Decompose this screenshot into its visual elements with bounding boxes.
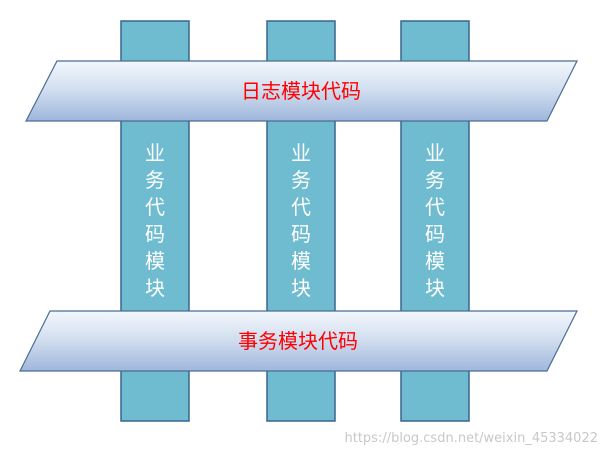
pillar-3-char: 模 [425,249,445,273]
pillar-3-char: 代 [425,195,445,219]
pillar-3-char: 业 [425,141,445,165]
bottom-band: 事务模块代码 [19,310,578,372]
bottom-band-shape [19,310,578,372]
top-band: 日志模块代码 [25,60,578,122]
pillar-3-char: 块 [425,276,445,300]
watermark: https://blog.csdn.net/weixin_45334022 [344,431,598,446]
pillar-2-char: 务 [291,168,311,192]
pillar-3-char: 务 [425,168,445,192]
pillar-2-char: 代 [291,195,311,219]
pillar-3-char: 码 [425,222,445,246]
bottom-band-label: 事务模块代码 [238,329,358,353]
pillar-2-char: 码 [291,222,311,246]
pillar-3-label: 业 务 代 码 模 块 [425,141,445,300]
pillar-1-char: 务 [145,168,165,192]
pillar-1-char: 块 [145,276,165,300]
top-band-shape [25,60,578,122]
pillar-2-char: 块 [291,276,311,300]
pillar-1-char: 代 [145,195,165,219]
pillar-2-char: 模 [291,249,311,273]
pillar-1-char: 码 [145,222,165,246]
pillar-2-char: 业 [291,141,311,165]
pillar-1-char: 业 [145,141,165,165]
pillar-2-label: 业 务 代 码 模 块 [291,141,311,300]
top-band-label: 日志模块代码 [241,79,361,103]
pillar-1-char: 模 [145,249,165,273]
pillar-1-label: 业 务 代 码 模 块 [145,141,165,300]
pillar-labels: 业 务 代 码 模 块 业 务 代 码 模 块 业 务 代 码 模 块 [145,141,445,300]
